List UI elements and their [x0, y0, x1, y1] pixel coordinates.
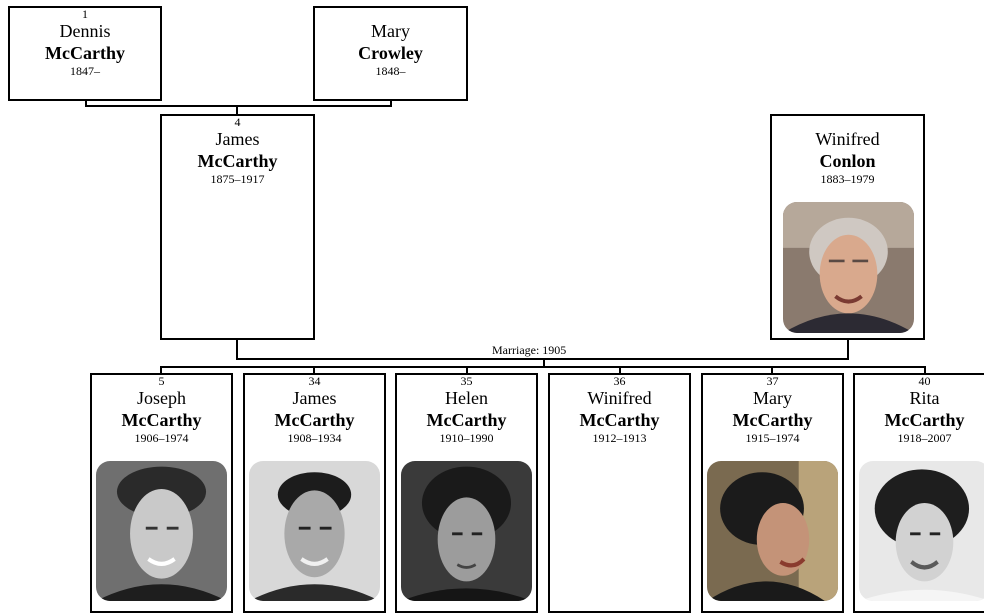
person-number: [772, 116, 923, 128]
last-name: McCarthy: [732, 410, 813, 430]
last-name: Crowley: [358, 43, 423, 63]
person-number: 34: [308, 374, 321, 388]
person-number: 37: [766, 374, 779, 388]
last-name: McCarthy: [45, 43, 125, 63]
last-name: McCarthy: [121, 410, 202, 430]
person-card-james-mccarthy-jr[interactable]: 34 James McCarthy 1908–1934: [243, 373, 386, 613]
first-name: Winifred: [587, 388, 652, 408]
connector-line: [390, 100, 392, 106]
connector-line: [543, 359, 545, 367]
portrait-photo[interactable]: [249, 461, 380, 601]
person-card-james-mccarthy[interactable]: 4 James McCarthy 1875–1917: [160, 114, 315, 340]
first-name: Winifred: [815, 129, 880, 149]
marriage-label: Marriage: 1905: [489, 344, 570, 356]
first-name: Rita: [909, 388, 940, 408]
portrait-photo[interactable]: [96, 461, 227, 601]
first-name: Mary: [753, 388, 792, 408]
portrait-photo[interactable]: [707, 461, 838, 601]
life-dates: 1875–1917: [210, 172, 265, 186]
person-card-winifred-conlon[interactable]: Winifred Conlon 1883–1979: [770, 114, 925, 340]
portrait-photo[interactable]: [401, 461, 532, 601]
person-number: 1: [82, 7, 88, 21]
person-card-winifred-mccarthy[interactable]: 36 Winifred McCarthy 1912–1913: [548, 373, 691, 613]
first-name: James: [215, 129, 260, 149]
last-name: McCarthy: [197, 151, 278, 171]
last-name: McCarthy: [426, 410, 507, 430]
first-name: Mary: [371, 21, 410, 41]
person-card-mary-crowley[interactable]: Mary Crowley 1848–: [313, 6, 468, 101]
children-bar: [160, 366, 926, 368]
last-name: McCarthy: [579, 410, 660, 430]
connector-line: [619, 366, 621, 374]
connector-line: [466, 366, 468, 374]
first-name: Dennis: [59, 21, 111, 41]
person-card-helen-mccarthy[interactable]: 35 Helen McCarthy 1910–1990: [395, 373, 538, 613]
person-card-rita-mccarthy[interactable]: 40 Rita McCarthy 1918–2007: [853, 373, 984, 613]
life-dates: 1912–1913: [592, 431, 647, 445]
person-number: 36: [613, 374, 626, 388]
connector-line: [847, 339, 849, 359]
life-dates: 1847–: [70, 64, 100, 78]
marriage-line: [236, 358, 849, 360]
person-card-dennis-mccarthy[interactable]: 1 Dennis McCarthy 1847–: [8, 6, 162, 101]
connector-line: [313, 366, 315, 374]
person-number: 4: [234, 115, 241, 129]
first-name: Helen: [445, 388, 488, 408]
life-dates: 1906–1974: [134, 431, 189, 445]
connector-line: [236, 339, 238, 359]
person-number: 35: [460, 374, 473, 388]
connector-line: [85, 105, 392, 107]
life-dates: 1910–1990: [439, 431, 494, 445]
person-card-joseph-mccarthy[interactable]: 5 Joseph McCarthy 1906–1974: [90, 373, 233, 613]
life-dates: 1915–1974: [745, 431, 800, 445]
portrait-photo[interactable]: [859, 461, 984, 601]
life-dates: 1883–1979: [820, 172, 875, 186]
first-name: James: [292, 388, 337, 408]
person-card-mary-mccarthy[interactable]: 37 Mary McCarthy 1915–1974: [701, 373, 844, 613]
connector-line: [160, 366, 162, 374]
last-name: Conlon: [819, 151, 876, 171]
person-number: 5: [158, 374, 165, 388]
person-number: 40: [918, 374, 931, 388]
portrait-photo[interactable]: [783, 202, 914, 333]
life-dates: 1848–: [375, 64, 406, 78]
connector-line: [924, 366, 926, 374]
last-name: McCarthy: [884, 410, 965, 430]
last-name: McCarthy: [274, 410, 355, 430]
connector-line: [771, 366, 773, 374]
first-name: Joseph: [137, 388, 186, 408]
person-number: [315, 8, 466, 20]
connector-line: [236, 105, 238, 115]
life-dates: 1908–1934: [287, 431, 342, 445]
life-dates: 1918–2007: [897, 431, 952, 445]
connector-line: [85, 100, 87, 106]
